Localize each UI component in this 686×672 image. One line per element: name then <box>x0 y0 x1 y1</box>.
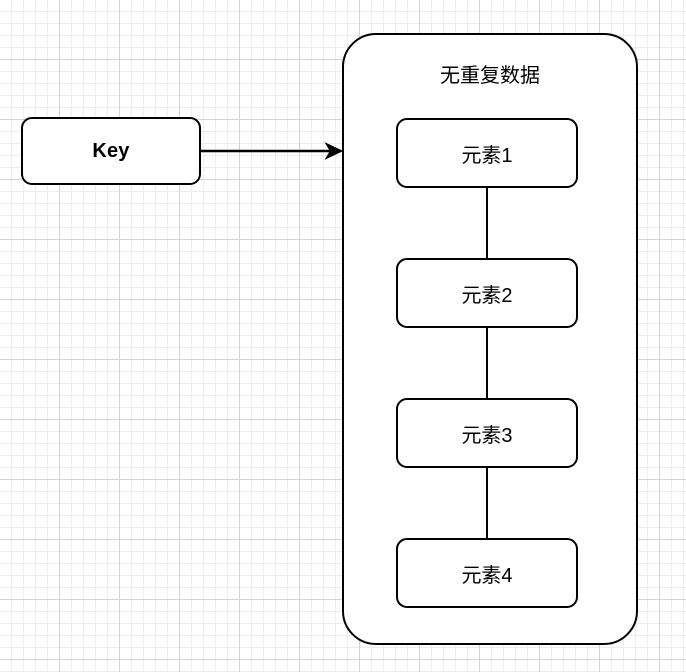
element-node-3[interactable]: 元素3 <box>396 398 578 468</box>
element-node-3-label: 元素3 <box>461 424 513 447</box>
element-node-2[interactable]: 元素2 <box>396 258 578 328</box>
element-node-1[interactable]: 元素1 <box>396 118 578 188</box>
connector-element-2-to-3 <box>486 328 489 398</box>
key-node-label: Key <box>92 139 130 162</box>
element-node-4[interactable]: 元素4 <box>396 538 578 608</box>
element-node-1-label: 元素1 <box>461 144 513 167</box>
key-to-set-arrow[interactable] <box>196 131 346 171</box>
container-title: 无重复数据 <box>440 65 540 87</box>
key-node[interactable]: Key <box>21 117 201 185</box>
connector-element-3-to-4 <box>486 468 489 538</box>
connector-element-1-to-2 <box>486 188 489 258</box>
no-duplicate-data-container[interactable]: 无重复数据 元素1 元素2 元素3 元素4 <box>342 33 638 645</box>
element-node-2-label: 元素2 <box>461 284 513 307</box>
element-node-4-label: 元素4 <box>461 564 513 587</box>
